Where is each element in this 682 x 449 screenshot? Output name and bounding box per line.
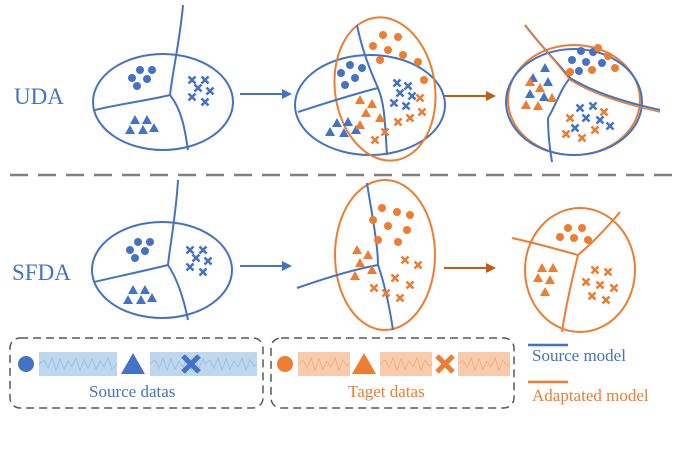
sfda-label: SFDA	[12, 260, 71, 285]
uda-overlap-panel	[294, 16, 446, 162]
model-legend: Source model Adaptated model	[528, 343, 649, 405]
sfda-target-panel	[296, 179, 436, 331]
target-data-label: Taget datas	[348, 382, 425, 401]
sfda-source-panel	[91, 179, 233, 321]
uda-adapted-panel	[505, 24, 661, 163]
uda-source-panel	[92, 4, 234, 151]
source-data-label: Source datas	[89, 382, 175, 401]
sfda-adapted-panel	[511, 207, 636, 333]
source-model-label: Source model	[532, 346, 626, 365]
source-data-box: Source datas	[9, 337, 264, 409]
uda-label: UDA	[14, 84, 64, 109]
adapted-model-label: Adaptated model	[532, 386, 649, 405]
target-data-box: Taget datas	[270, 337, 515, 409]
